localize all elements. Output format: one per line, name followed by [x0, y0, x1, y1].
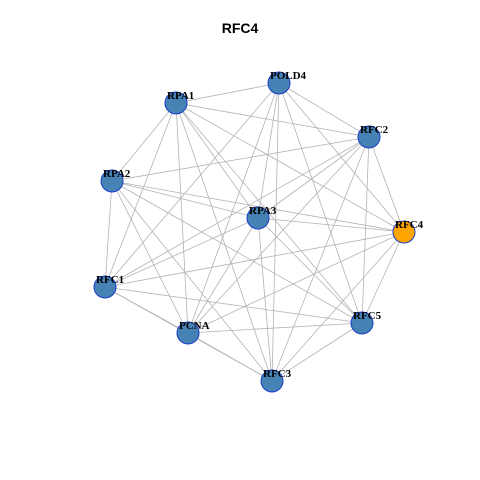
edge-pold4-rfc5 [278, 82, 363, 324]
node-label-pcna: PCNA [179, 320, 210, 332]
node-rpa1[interactable] [164, 91, 188, 115]
edge-rfc4-rfc1 [104, 231, 405, 288]
edge-rfc2-rpa3 [257, 136, 370, 219]
node-rfc4[interactable] [392, 220, 416, 244]
edge-rfc2-rfc4 [368, 136, 405, 233]
edge-rfc2-rpa2 [111, 136, 370, 182]
edge-rfc5-rfc3 [271, 322, 363, 382]
edge-pcna-rfc5 [187, 322, 363, 334]
edge-rpa2-pcna [111, 180, 189, 334]
edge-pold4-rpa3 [257, 82, 280, 219]
node-pold4[interactable] [267, 71, 291, 95]
edge-rpa1-rfc1 [104, 102, 177, 288]
edge-rpa2-rfc1 [104, 180, 113, 288]
edge-rpa3-rfc1 [104, 217, 259, 288]
edge-rpa3-rfc4 [257, 217, 405, 233]
node-label-rfc1: RFC1 [96, 274, 124, 286]
edge-pold4-rpa1 [175, 82, 280, 104]
edge-rfc4-pcna [187, 231, 405, 334]
edge-rpa1-rpa3 [175, 102, 259, 219]
node-label-rfc3: RFC3 [263, 368, 292, 380]
node-label-rpa3: RPA3 [249, 205, 277, 217]
edge-layer [104, 82, 405, 382]
edge-rfc2-rfc1 [104, 136, 370, 288]
edge-rpa3-rfc3 [257, 217, 273, 382]
edge-rpa3-pcna [187, 217, 259, 334]
edge-rpa3-rfc5 [257, 217, 363, 324]
edge-rpa1-rfc2 [175, 102, 370, 138]
node-pcna[interactable] [176, 321, 200, 345]
edge-rfc4-rfc5 [361, 231, 405, 324]
edge-rfc4-rfc3 [271, 231, 405, 382]
edge-rfc2-pcna [187, 136, 370, 334]
edge-rpa1-rfc4 [175, 102, 405, 233]
node-label-rpa2: RPA2 [103, 168, 131, 180]
node-rpa3[interactable] [246, 206, 270, 230]
node-rfc2[interactable] [357, 125, 381, 149]
edge-pold4-rfc3 [271, 82, 280, 382]
node-rpa2[interactable] [100, 169, 124, 193]
node-layer [93, 71, 416, 393]
edge-rpa2-rpa3 [111, 180, 259, 219]
node-rfc5[interactable] [350, 311, 374, 335]
node-label-rfc4: RFC4 [395, 219, 424, 231]
edge-pcna-rfc3 [187, 332, 273, 382]
edge-rfc1-rfc5 [104, 286, 363, 324]
node-rfc3[interactable] [260, 369, 284, 393]
edge-pold4-rfc2 [278, 82, 370, 138]
edge-rpa1-rpa2 [111, 102, 177, 182]
edge-rfc2-rfc3 [271, 136, 370, 382]
edge-rpa1-rfc5 [175, 102, 363, 324]
graph-title: RFC4 [221, 20, 259, 36]
edge-rpa1-pcna [175, 102, 189, 334]
edge-rpa2-rfc3 [111, 180, 273, 382]
node-label-rpa1: RPA1 [167, 90, 194, 102]
edge-rfc2-rfc5 [361, 136, 370, 324]
node-label-rfc5: RFC5 [353, 310, 382, 322]
node-label-pold4: POLD4 [270, 70, 307, 82]
edge-pold4-pcna [187, 82, 280, 334]
edge-rpa1-rfc3 [175, 102, 273, 382]
node-label-rfc2: RFC2 [360, 124, 389, 136]
edge-pold4-rfc1 [104, 82, 280, 288]
node-rfc1[interactable] [93, 275, 117, 299]
